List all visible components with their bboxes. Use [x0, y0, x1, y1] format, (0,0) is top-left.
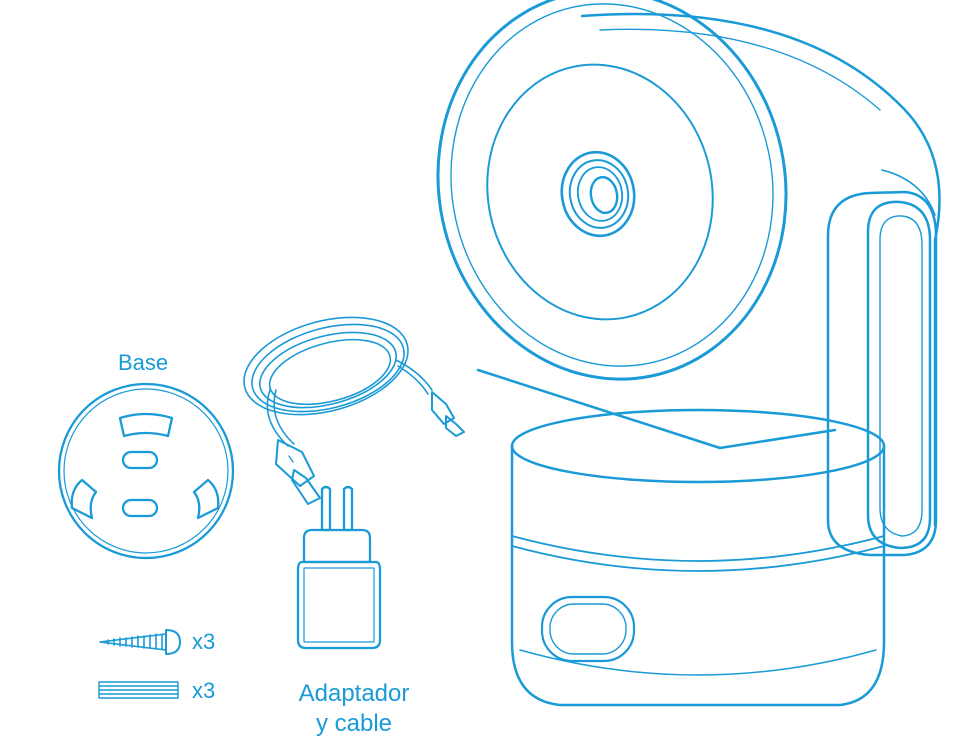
camera-head-shell — [476, 12, 941, 527]
adapter-label-line2: y cable — [315, 710, 393, 737]
screw-quantity-label: x3 — [192, 629, 216, 654]
camera-icon — [436, 0, 941, 707]
camera-lens — [560, 150, 636, 238]
camera-status-window — [540, 595, 636, 663]
usb-a-plug — [275, 439, 321, 505]
base-label: Base — [118, 350, 169, 375]
adapter-label: Adaptador y cable — [282, 679, 426, 739]
camera-side-arm — [826, 190, 938, 557]
adhesive-tape-icon — [98, 681, 179, 699]
screw-icon — [99, 629, 181, 655]
tape-quantity-label: x3 — [192, 678, 216, 703]
camera-head-front — [436, 0, 788, 381]
micro-usb-plug — [431, 391, 465, 437]
mounting-base-icon — [57, 382, 235, 560]
usb-cable-icon — [243, 316, 465, 505]
power-adapter-icon — [296, 485, 382, 650]
adapter-label-line1: Adaptador — [298, 680, 410, 707]
